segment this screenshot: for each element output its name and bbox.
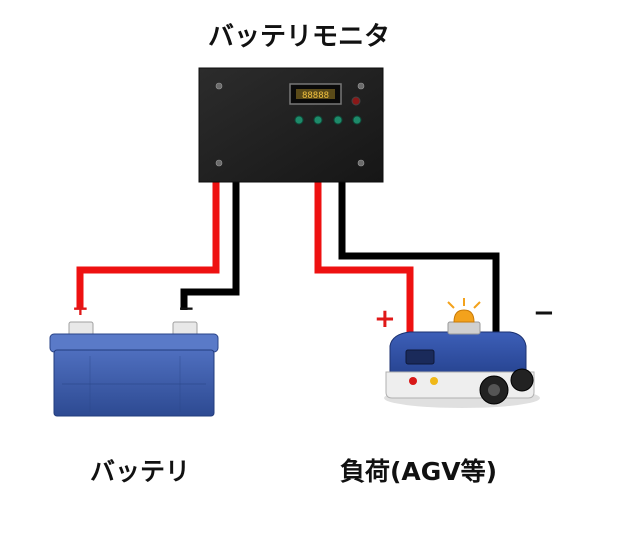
battery-label: バッテリ	[90, 457, 191, 486]
battery-minus-sign: −	[178, 296, 195, 320]
agv-icon	[384, 298, 540, 408]
load-minus-sign: −	[533, 298, 555, 328]
load-positive-wire	[314, 182, 414, 336]
led-indicator-icon	[294, 115, 362, 125]
power-indicator-icon	[351, 96, 361, 106]
load-negative-wire	[338, 182, 500, 338]
page-title: バッテリモニタ	[207, 22, 390, 52]
battery-monitor: 88888	[198, 67, 384, 183]
battery-negative-wire	[180, 182, 240, 310]
battery-positive-wire	[76, 182, 220, 308]
load-label: 負荷(AGV等)	[340, 457, 498, 486]
load-plus-sign: +	[374, 304, 396, 334]
monitor-display-text: 88888	[302, 91, 329, 101]
battery-icon	[49, 321, 219, 417]
screw-icon	[215, 82, 365, 167]
battery-plus-sign: +	[72, 296, 89, 320]
